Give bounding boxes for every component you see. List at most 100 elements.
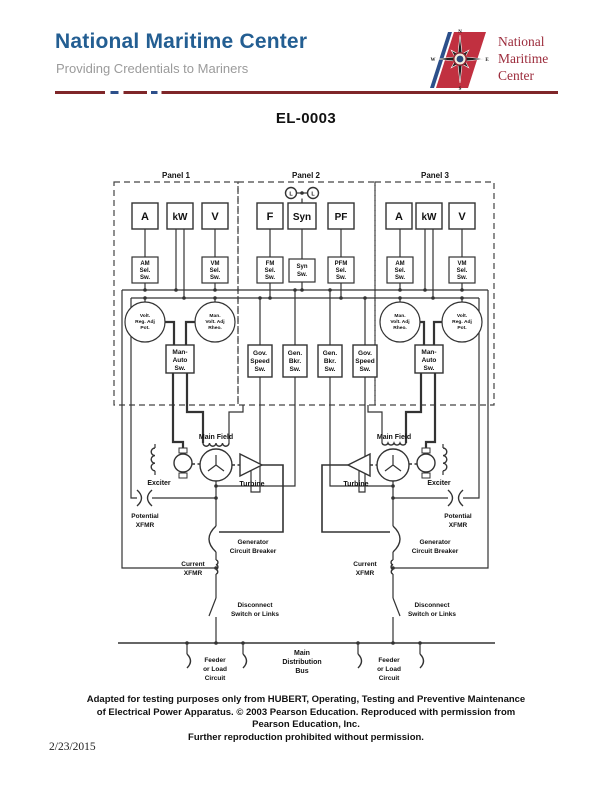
nmc-logo: N E S W National Maritime Center — [430, 30, 548, 92]
gov-speed-l3-right: Sw. — [360, 366, 371, 373]
generator-wye-right — [384, 455, 402, 472]
main-bus-l1: Main — [294, 650, 310, 657]
gen-breaker-symbol-left — [208, 525, 217, 553]
copyright-notice: Adapted for testing purposes only from H… — [0, 694, 612, 744]
feeder-l2-left: or Load — [203, 666, 227, 673]
gen-breaker-symbol-right — [392, 525, 401, 553]
pfm-sel-sw-box — [327, 256, 355, 284]
potential-xfmr-l1-left: Potential — [131, 513, 159, 520]
vm-sel-line3-p3: Sw. — [457, 275, 467, 281]
feeder-l2-right: or Load — [377, 666, 401, 673]
gov-speed-l1-left: Gov. — [253, 350, 267, 357]
gen-breaker-l2-left: Circuit Breaker — [230, 548, 277, 555]
current-xfmr-l2-right: XFMR — [356, 570, 375, 577]
vm-sel-line1-p1: VM — [211, 261, 220, 267]
syn-sw-box — [288, 258, 316, 283]
vm-sel-sw-box-p3 — [448, 256, 476, 284]
header-rule — [55, 91, 558, 95]
one-line-diagram: Panel 1 Panel 2 Panel 3 A kW V F Syn PF … — [113, 171, 495, 682]
man-volt-rheo-l3-left: Rheo. — [208, 325, 222, 331]
control-wiring — [165, 320, 442, 448]
exciter-label-right: Exciter — [427, 480, 451, 487]
volt-reg-pot-l2-left: Reg. Adj — [135, 319, 155, 325]
fm-sel-sw-box — [256, 256, 284, 284]
feeder-l3-left: Circuit — [205, 675, 226, 682]
man-volt-rheo-l2-right: Volt. Adj — [390, 319, 410, 325]
junction-dots — [143, 191, 464, 645]
vm-sel-line2-p3: Sel. — [457, 268, 468, 274]
turbine-label-right: Turbine — [343, 481, 368, 488]
man-auto-l3-left: Sw. — [175, 365, 186, 372]
am-sel-line1-p1: AM — [140, 261, 149, 267]
logo-text-line2: Maritime — [498, 51, 548, 66]
symbols — [136, 441, 464, 669]
pf-meter-label: PF — [335, 212, 348, 223]
wattmeter-label-p1: kW — [173, 212, 189, 223]
pfm-sel-line1: PFM — [335, 261, 348, 267]
turbine-linkage-wiring — [118, 464, 495, 644]
man-volt-rheo-l1-right: Man. — [394, 313, 406, 319]
feeder-l3-right: Circuit — [379, 675, 400, 682]
exciter-brush-bottom-right — [421, 472, 431, 479]
gen-bkr-l3-left: Sw. — [290, 366, 301, 373]
feeder-l1-right: Feeder — [378, 657, 400, 664]
man-auto-l2-left: Auto — [173, 357, 188, 364]
vm-sel-line1-p3: VM — [458, 261, 467, 267]
gen-bkr-l1-right: Gen. — [323, 350, 338, 357]
potential-xfmr-symbol-left — [136, 489, 153, 507]
turbine-symbol-right — [346, 452, 371, 478]
exciter-brush-top-left — [178, 447, 188, 454]
am-sel-line2-p3: Sel. — [395, 268, 406, 274]
copyright-line2: of Electrical Power Apparatus. © 2003 Pe… — [96, 706, 516, 718]
man-auto-l2-right: Auto — [422, 357, 437, 364]
gen-bkr-l2-left: Bkr. — [289, 358, 301, 365]
gen-bkr-l3-right: Sw. — [325, 366, 336, 373]
exciter-brush-top-right — [421, 447, 431, 454]
volt-reg-pot-l3-left: Pot. — [140, 325, 150, 331]
volt-reg-pot-l1-left: Volt. — [140, 313, 151, 319]
device-shapes — [124, 186, 483, 482]
current-xfmr-l2-left: XFMR — [184, 570, 203, 577]
compass-n: N — [458, 30, 462, 35]
fm-sel-line2: Sel. — [265, 268, 276, 274]
syn-sw-line2: Sw. — [297, 272, 307, 278]
sync-lamp-label-left: L — [289, 192, 293, 198]
exciter-brush-bottom-left — [178, 472, 188, 479]
freq-meter-label: F — [267, 211, 274, 223]
man-auto-l1-right: Man- — [421, 349, 436, 356]
turbine-label-left: Turbine — [239, 481, 264, 488]
voltmeter-box-p3 — [448, 202, 476, 230]
feeder-l1-left: Feeder — [204, 657, 226, 664]
panel-1-label: Panel 1 — [162, 171, 191, 180]
diagram-labels: Panel 1 Panel 2 Panel 3 A kW V F Syn PF … — [131, 171, 472, 682]
fm-sel-line3: Sw. — [265, 275, 275, 281]
gov-speed-l2-left: Speed — [250, 358, 270, 365]
current-xfmr-coil-left — [215, 559, 219, 575]
wiring — [121, 192, 489, 654]
org-tagline: Providing Credentials to Mariners — [56, 61, 249, 76]
man-volt-rheo-l2-left: Volt. Adj — [205, 319, 225, 325]
gov-speed-l2-right: Speed — [355, 358, 375, 365]
gov-speed-l3-left: Sw. — [255, 366, 266, 373]
man-volt-rheo-l3-right: Rheo. — [393, 325, 407, 331]
logo-text-line1: National — [498, 34, 545, 49]
current-xfmr-l1-right: Current — [353, 561, 377, 568]
man-auto-sw-box-left — [165, 344, 195, 374]
panel-2-label: Panel 2 — [292, 171, 321, 180]
document-date: 2/23/2015 — [49, 741, 96, 753]
page-title: EL-0003 — [275, 110, 337, 127]
disconnect-l2-left: Switch or Links — [231, 611, 279, 618]
synchroscope-label: Syn — [293, 212, 311, 223]
potential-xfmr-l1-right: Potential — [444, 513, 472, 520]
gov-speed-l1-right: Gov. — [358, 350, 372, 357]
copyright-line4: Further reproduction prohibited without … — [188, 731, 424, 743]
pfm-sel-line3: Sw. — [336, 275, 346, 281]
sync-lamp-label-right: L — [311, 192, 315, 198]
gen-bkr-sw-box-right — [317, 344, 343, 378]
gen-bkr-l1-left: Gen. — [288, 350, 303, 357]
wattmeter-label-p3: kW — [422, 212, 438, 223]
potential-xfmr-symbol-right — [447, 489, 464, 507]
main-field-coil-right — [381, 441, 407, 446]
man-volt-rheo-circle-right — [379, 301, 421, 343]
